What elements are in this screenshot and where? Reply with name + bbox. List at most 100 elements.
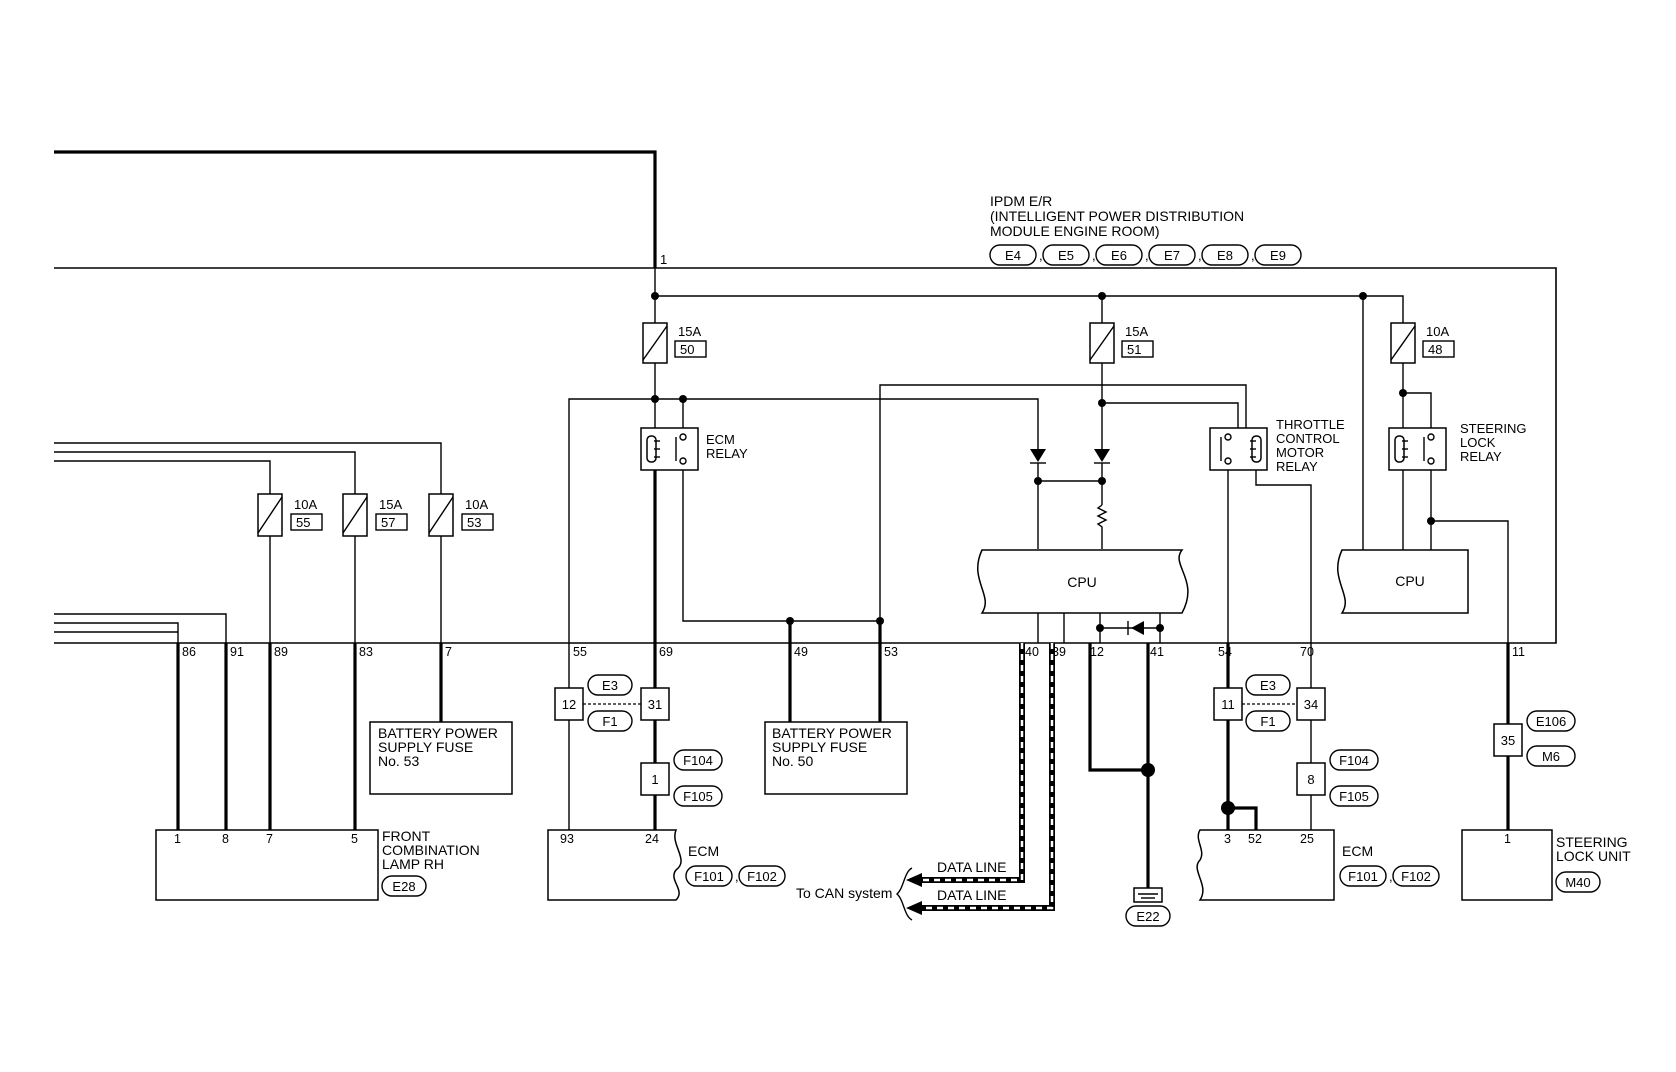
can-system-label: To CAN system bbox=[796, 885, 892, 901]
throttle-control-motor-relay: THROTTLE CONTROL MOTOR RELAY bbox=[1209, 417, 1345, 474]
svg-text:24: 24 bbox=[645, 832, 659, 846]
svg-text:11: 11 bbox=[1221, 697, 1235, 712]
svg-text:E8: E8 bbox=[1217, 248, 1233, 263]
svg-text:8: 8 bbox=[1307, 772, 1314, 787]
svg-text:40: 40 bbox=[1025, 645, 1039, 659]
fuse-57: 15A 57 bbox=[342, 493, 408, 537]
data-line-label-1: DATA LINE bbox=[937, 859, 1007, 875]
svg-text:E7: E7 bbox=[1164, 248, 1180, 263]
ground-symbol: E22 bbox=[1125, 887, 1171, 927]
svg-text:E28: E28 bbox=[392, 879, 415, 894]
svg-text:BATTERY POWER: BATTERY POWER bbox=[772, 725, 892, 741]
svg-text:LOCK UNIT: LOCK UNIT bbox=[1556, 848, 1631, 864]
cpu-1: CPU bbox=[977, 549, 1189, 614]
svg-text:F104: F104 bbox=[683, 753, 713, 768]
svg-text:THROTTLE: THROTTLE bbox=[1276, 417, 1345, 432]
ecm-relay-wiring bbox=[568, 363, 1247, 643]
svg-text:41: 41 bbox=[1150, 645, 1164, 659]
svg-text:F104: F104 bbox=[1339, 753, 1369, 768]
svg-text:57: 57 bbox=[381, 515, 395, 530]
svg-text:8: 8 bbox=[222, 832, 229, 846]
svg-text:SUPPLY FUSE: SUPPLY FUSE bbox=[772, 739, 867, 755]
svg-text:55: 55 bbox=[296, 515, 310, 530]
svg-text:CONTROL: CONTROL bbox=[1276, 431, 1340, 446]
svg-text:7: 7 bbox=[445, 645, 452, 659]
svg-text:F1: F1 bbox=[602, 714, 617, 729]
svg-text:F105: F105 bbox=[1339, 789, 1369, 804]
svg-text:15A: 15A bbox=[678, 324, 701, 339]
joint-connector-2: 8 F104 F105 bbox=[1296, 749, 1379, 807]
svg-text:39: 39 bbox=[1052, 645, 1066, 659]
can-data-lines bbox=[895, 643, 1055, 921]
svg-text:F1: F1 bbox=[1260, 714, 1275, 729]
ipdm-title: IPDM E/R (INTELLIGENT POWER DISTRIBUTION… bbox=[990, 193, 1244, 239]
svg-text:No. 53: No. 53 bbox=[378, 753, 419, 769]
svg-text:E3: E3 bbox=[1260, 678, 1276, 693]
svg-text:34: 34 bbox=[1304, 697, 1318, 712]
steering-lock-relay: STEERING LOCK RELAY bbox=[1388, 421, 1526, 471]
svg-text:F105: F105 bbox=[683, 789, 713, 804]
svg-text:,: , bbox=[1039, 248, 1043, 263]
left-inputs bbox=[54, 442, 442, 643]
ground-wires bbox=[1088, 643, 1150, 888]
joint-connector-3: 35 E106 M6 bbox=[1493, 710, 1576, 767]
diode-3 bbox=[1127, 621, 1144, 635]
ecm-relay: ECM RELAY bbox=[640, 427, 748, 471]
svg-text:1: 1 bbox=[1504, 832, 1511, 846]
svg-text:83: 83 bbox=[359, 645, 373, 659]
svg-text:RELAY: RELAY bbox=[1276, 459, 1318, 474]
svg-text:93: 93 bbox=[560, 832, 574, 846]
svg-text:RELAY: RELAY bbox=[706, 446, 748, 461]
power-input-wire bbox=[54, 150, 657, 268]
svg-text:F102: F102 bbox=[1401, 869, 1431, 884]
diode-1 bbox=[1030, 449, 1046, 464]
ipdm-module-outline bbox=[54, 267, 1557, 644]
svg-text:49: 49 bbox=[794, 645, 808, 659]
svg-text:52: 52 bbox=[1248, 832, 1262, 846]
svg-text:ECM: ECM bbox=[1342, 843, 1373, 859]
svg-text:M40: M40 bbox=[1565, 875, 1590, 890]
svg-text:53: 53 bbox=[467, 515, 481, 530]
svg-text:5: 5 bbox=[351, 832, 358, 846]
svg-text:E9: E9 bbox=[1270, 248, 1286, 263]
svg-text:F101: F101 bbox=[694, 869, 724, 884]
fuse-50: 15A 50 bbox=[642, 322, 707, 364]
fuse-53: 10A 53 bbox=[428, 493, 494, 537]
svg-text:54: 54 bbox=[1218, 645, 1232, 659]
svg-text:15A: 15A bbox=[379, 497, 402, 512]
svg-text:,: , bbox=[1092, 248, 1096, 263]
steering-lock-unit: 1 STEERING LOCK UNIT M40 bbox=[1461, 829, 1631, 901]
fuse-55: 10A 55 bbox=[257, 493, 323, 537]
cpu-2: CPU bbox=[1337, 549, 1469, 614]
svg-text:M6: M6 bbox=[1542, 749, 1560, 764]
front-combination-lamp: 1 8 7 5 FRONT COMBINATION LAMP RH E28 bbox=[155, 828, 480, 901]
battery-fuse-50-wires bbox=[788, 643, 882, 722]
svg-text:CPU: CPU bbox=[1067, 574, 1097, 590]
svg-text:E5: E5 bbox=[1058, 248, 1074, 263]
svg-text:ECM: ECM bbox=[688, 843, 719, 859]
svg-text:10A: 10A bbox=[1426, 324, 1449, 339]
svg-text:E106: E106 bbox=[1536, 714, 1566, 729]
ipdm-input-pin: 1 bbox=[660, 252, 667, 267]
ecm1-wires bbox=[568, 643, 657, 830]
svg-text:31: 31 bbox=[648, 697, 662, 712]
svg-text:89: 89 bbox=[274, 645, 288, 659]
battery-fuse-53-box: BATTERY POWER SUPPLY FUSE No. 53 bbox=[369, 721, 513, 795]
svg-text:,: , bbox=[1145, 248, 1149, 263]
joint-connector-1: 1 F104 F105 bbox=[640, 749, 723, 807]
cpu1-supply bbox=[1037, 363, 1239, 549]
diode-2 bbox=[1094, 449, 1110, 464]
svg-text:11: 11 bbox=[1512, 645, 1525, 659]
svg-text:IPDM E/R: IPDM E/R bbox=[990, 193, 1052, 209]
data-line-label-2: DATA LINE bbox=[937, 887, 1007, 903]
svg-text:SUPPLY FUSE: SUPPLY FUSE bbox=[378, 739, 473, 755]
svg-text:69: 69 bbox=[659, 645, 673, 659]
fuse-48: 10A 48 bbox=[1390, 322, 1455, 364]
ipdm-pin-labels: 86 91 89 83 7 55 69 49 53 40 39 12 41 54… bbox=[182, 645, 1525, 659]
svg-text:55: 55 bbox=[573, 645, 587, 659]
ecm-2: 3 52 25 ECM F101 , F102 bbox=[1196, 829, 1440, 901]
svg-text:1: 1 bbox=[174, 832, 181, 846]
svg-text:7: 7 bbox=[266, 832, 273, 846]
svg-text:,: , bbox=[735, 869, 739, 884]
svg-text:BATTERY POWER: BATTERY POWER bbox=[378, 725, 498, 741]
